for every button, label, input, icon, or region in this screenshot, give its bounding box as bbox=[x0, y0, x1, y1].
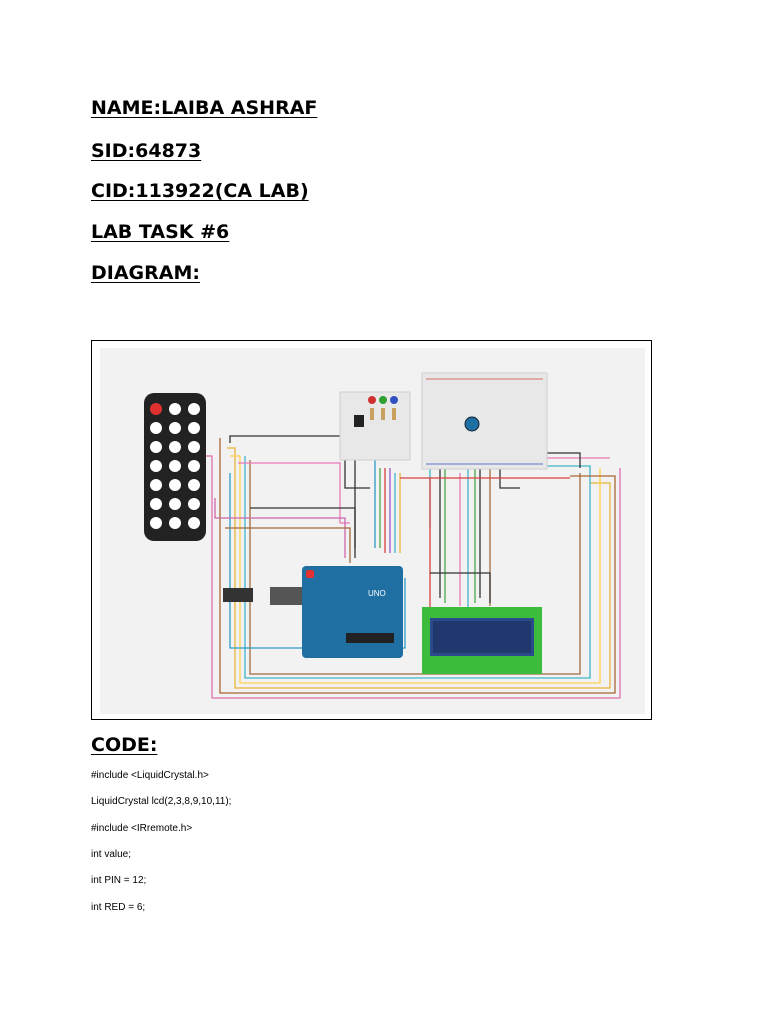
code-line: int value; bbox=[91, 849, 132, 860]
student-name: NAME:LAIBA ASHRAF bbox=[91, 97, 318, 119]
student-id: SID:64873 bbox=[91, 140, 202, 162]
board-label: UNO bbox=[368, 589, 386, 598]
code-line: #include <IRremote.h> bbox=[91, 823, 193, 834]
code-heading: CODE: bbox=[91, 734, 158, 756]
arduino-uno: UNO bbox=[223, 566, 403, 658]
lab-task-title: LAB TASK #6 bbox=[91, 221, 230, 243]
ir-remote bbox=[144, 393, 206, 541]
diagram-heading: DIAGRAM: bbox=[91, 262, 200, 284]
circuit-diagram: UNO bbox=[91, 340, 652, 720]
lcd-display bbox=[422, 607, 542, 674]
code-line: LiquidCrystal lcd(2,3,8,9,10,11); bbox=[91, 796, 232, 807]
code-line: int RED = 6; bbox=[91, 902, 146, 913]
circuit-image: UNO bbox=[100, 348, 645, 714]
large-breadboard bbox=[421, 372, 548, 470]
code-line: int PIN = 12; bbox=[91, 875, 147, 886]
code-line: #include <LiquidCrystal.h> bbox=[91, 770, 209, 781]
small-breadboard bbox=[339, 391, 411, 461]
course-id: CID:113922(CA LAB) bbox=[91, 180, 309, 202]
